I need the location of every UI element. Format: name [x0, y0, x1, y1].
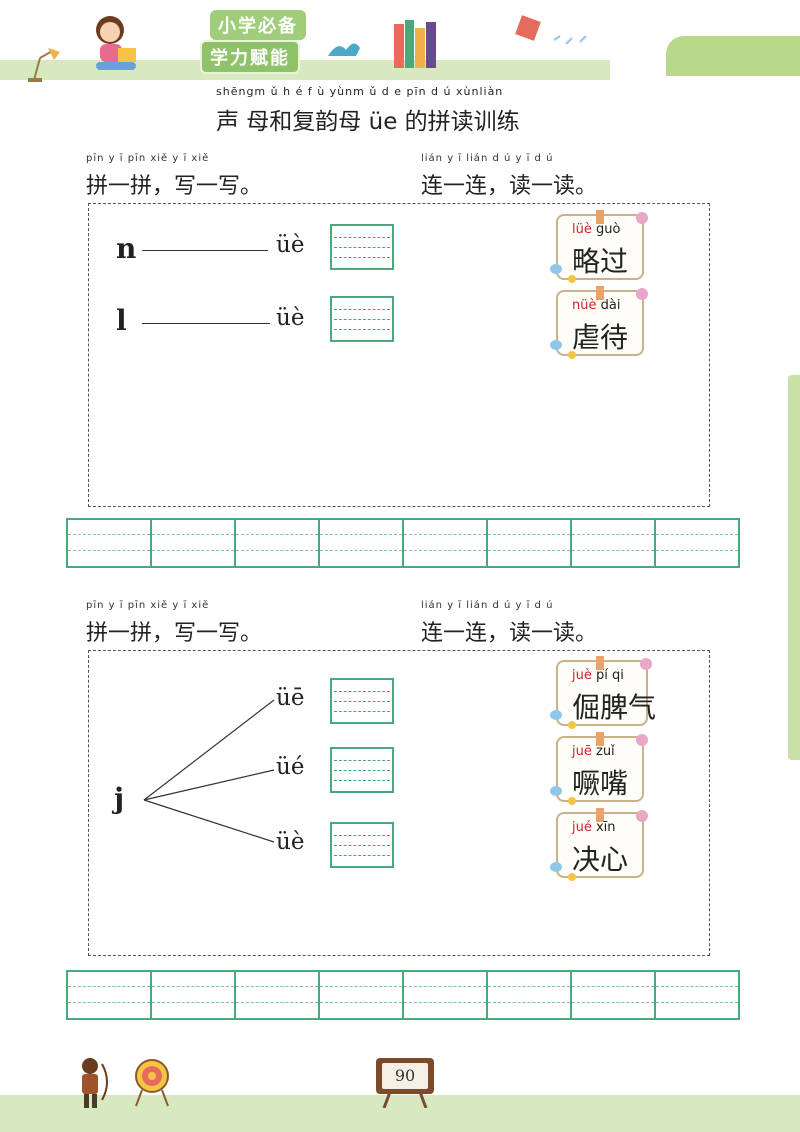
- target-icon: [135, 1059, 169, 1107]
- flying-book-icon: [515, 15, 541, 41]
- write-box[interactable]: [330, 822, 394, 868]
- archer-illustration: [82, 1058, 108, 1108]
- word-card[interactable]: juē zuǐ 噘嘴: [550, 732, 648, 805]
- lamp-icon: [28, 48, 60, 82]
- section1-right-pinyin: lián y ī lián d ú y ī d ú: [421, 153, 554, 164]
- section2-left-instruction: 拼一拼，写一写。: [86, 621, 263, 646]
- connector-line: [142, 250, 268, 251]
- header-band: 小学必备 学力赋能: [0, 0, 800, 92]
- write-box[interactable]: [330, 296, 394, 342]
- page-title: 声 母和复韵母 üe 的拼读训练: [216, 109, 520, 135]
- brand-line1: 小学必备: [210, 10, 306, 40]
- section1-right-instruction: 连一连，读一读。: [421, 174, 598, 199]
- right-edge-strip: [788, 375, 800, 760]
- word-card[interactable]: jué xīn 决心: [550, 808, 648, 881]
- card-word: 虐待: [572, 321, 629, 354]
- final-syllable: üè: [276, 305, 305, 331]
- exercise-box-1: [88, 203, 710, 507]
- page-number: 90: [382, 1063, 428, 1089]
- initial-letter: l: [116, 304, 127, 337]
- brand-line2: 学力赋能: [200, 40, 300, 74]
- card-pinyin: juè pí qi: [572, 668, 624, 683]
- card-word: 噘嘴: [572, 767, 629, 800]
- header-stripe: [0, 60, 610, 80]
- writing-grid-1[interactable]: [66, 518, 740, 568]
- initial-letter: j: [114, 782, 125, 815]
- footer-band: [0, 1095, 800, 1132]
- bird-icon: [328, 43, 360, 56]
- card-word: 倔脾气: [572, 691, 657, 724]
- connector-line: [142, 323, 270, 324]
- girl-reading-illustration: [96, 16, 136, 70]
- section2-right-pinyin: lián y ī lián d ú y ī d ú: [421, 600, 554, 611]
- card-pinyin: juē zuǐ: [572, 744, 615, 759]
- section1-left-instruction: 拼一拼，写一写。: [86, 174, 263, 199]
- section2-left-pinyin: pīn y ī pīn xiě y ī xiě: [86, 600, 210, 611]
- exercise-box-2: [88, 650, 710, 956]
- write-box[interactable]: [330, 678, 394, 724]
- corner-tab: [666, 36, 800, 76]
- connector-lines: [143, 699, 275, 843]
- card-word: 决心: [572, 843, 629, 876]
- writing-grid-2[interactable]: [66, 970, 740, 1020]
- word-card[interactable]: juè pí qi 倔脾气: [550, 656, 656, 729]
- initial-letter: n: [116, 232, 137, 265]
- sparkle-icon: [553, 35, 587, 45]
- write-box[interactable]: [330, 224, 394, 270]
- word-card[interactable]: nüè dài 虐待: [550, 286, 648, 359]
- final-syllable: üè: [276, 829, 305, 855]
- card-pinyin: lüè guò: [572, 222, 621, 237]
- section2-right-instruction: 连一连，读一读。: [421, 621, 598, 646]
- card-pinyin: nüè dài: [572, 298, 621, 313]
- title-pinyin: shēngm ǔ h é f ù yùnm ǔ d e pīn d ú xùnl…: [216, 85, 504, 98]
- board-stand: [382, 1092, 428, 1108]
- final-syllable: üē: [276, 685, 305, 711]
- books-icon: [394, 20, 436, 68]
- final-syllable: üè: [276, 232, 305, 258]
- section1-left-pinyin: pīn y ī pīn xiě y ī xiě: [86, 153, 210, 164]
- word-card[interactable]: lüè guò 略过: [550, 210, 648, 283]
- write-box[interactable]: [330, 747, 394, 793]
- card-word: 略过: [572, 245, 629, 278]
- card-pinyin: jué xīn: [572, 820, 616, 835]
- final-syllable: üé: [276, 754, 305, 780]
